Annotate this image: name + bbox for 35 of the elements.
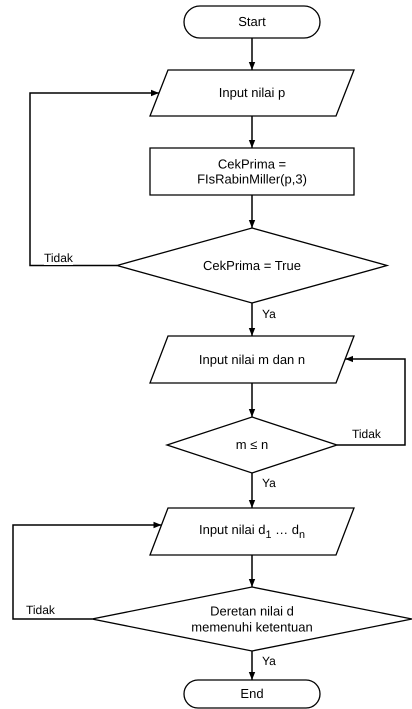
arrow <box>248 116 256 148</box>
edge-label: Tidak <box>26 604 55 618</box>
arrow <box>29 90 159 266</box>
arrow <box>248 555 256 587</box>
node-label: CekPrima = True <box>203 258 301 274</box>
edge-label: Ya <box>262 308 276 322</box>
node-label: Input nilai m dan n <box>198 352 306 368</box>
arrow <box>248 303 256 336</box>
process-box <box>150 148 354 195</box>
node-label: m ≤ n <box>236 437 268 453</box>
node-label: Start <box>238 14 266 30</box>
decision-diamond <box>92 587 412 651</box>
arrow <box>248 38 256 70</box>
decision-diamond <box>117 228 387 303</box>
node-label: CekPrima = FIsRabinMiller(p,3) <box>196 156 308 188</box>
terminal-shape <box>184 680 320 708</box>
input-parallelogram <box>150 336 354 383</box>
arrow <box>12 522 162 620</box>
arrow <box>248 383 256 417</box>
node-label: Deretan nilai d memenuhi ketentuan <box>190 603 314 635</box>
edge-label: Ya <box>262 477 276 490</box>
node-label: Input nilai p <box>218 85 286 101</box>
edge-label: Ya <box>262 655 276 668</box>
arrow <box>248 473 256 508</box>
edge-label: Tidak <box>352 428 381 442</box>
decision-diamond <box>167 417 337 473</box>
arrow <box>248 651 256 680</box>
input-parallelogram <box>150 508 354 555</box>
input-parallelogram <box>150 70 354 116</box>
arrow <box>248 195 256 228</box>
node-label: End <box>240 686 264 702</box>
edge-label: Tidak <box>44 252 73 266</box>
node-label: Input nilai d$_{1}$ … d$_{n}$ <box>198 522 306 542</box>
terminal-shape <box>184 6 320 38</box>
arrow <box>337 356 406 446</box>
